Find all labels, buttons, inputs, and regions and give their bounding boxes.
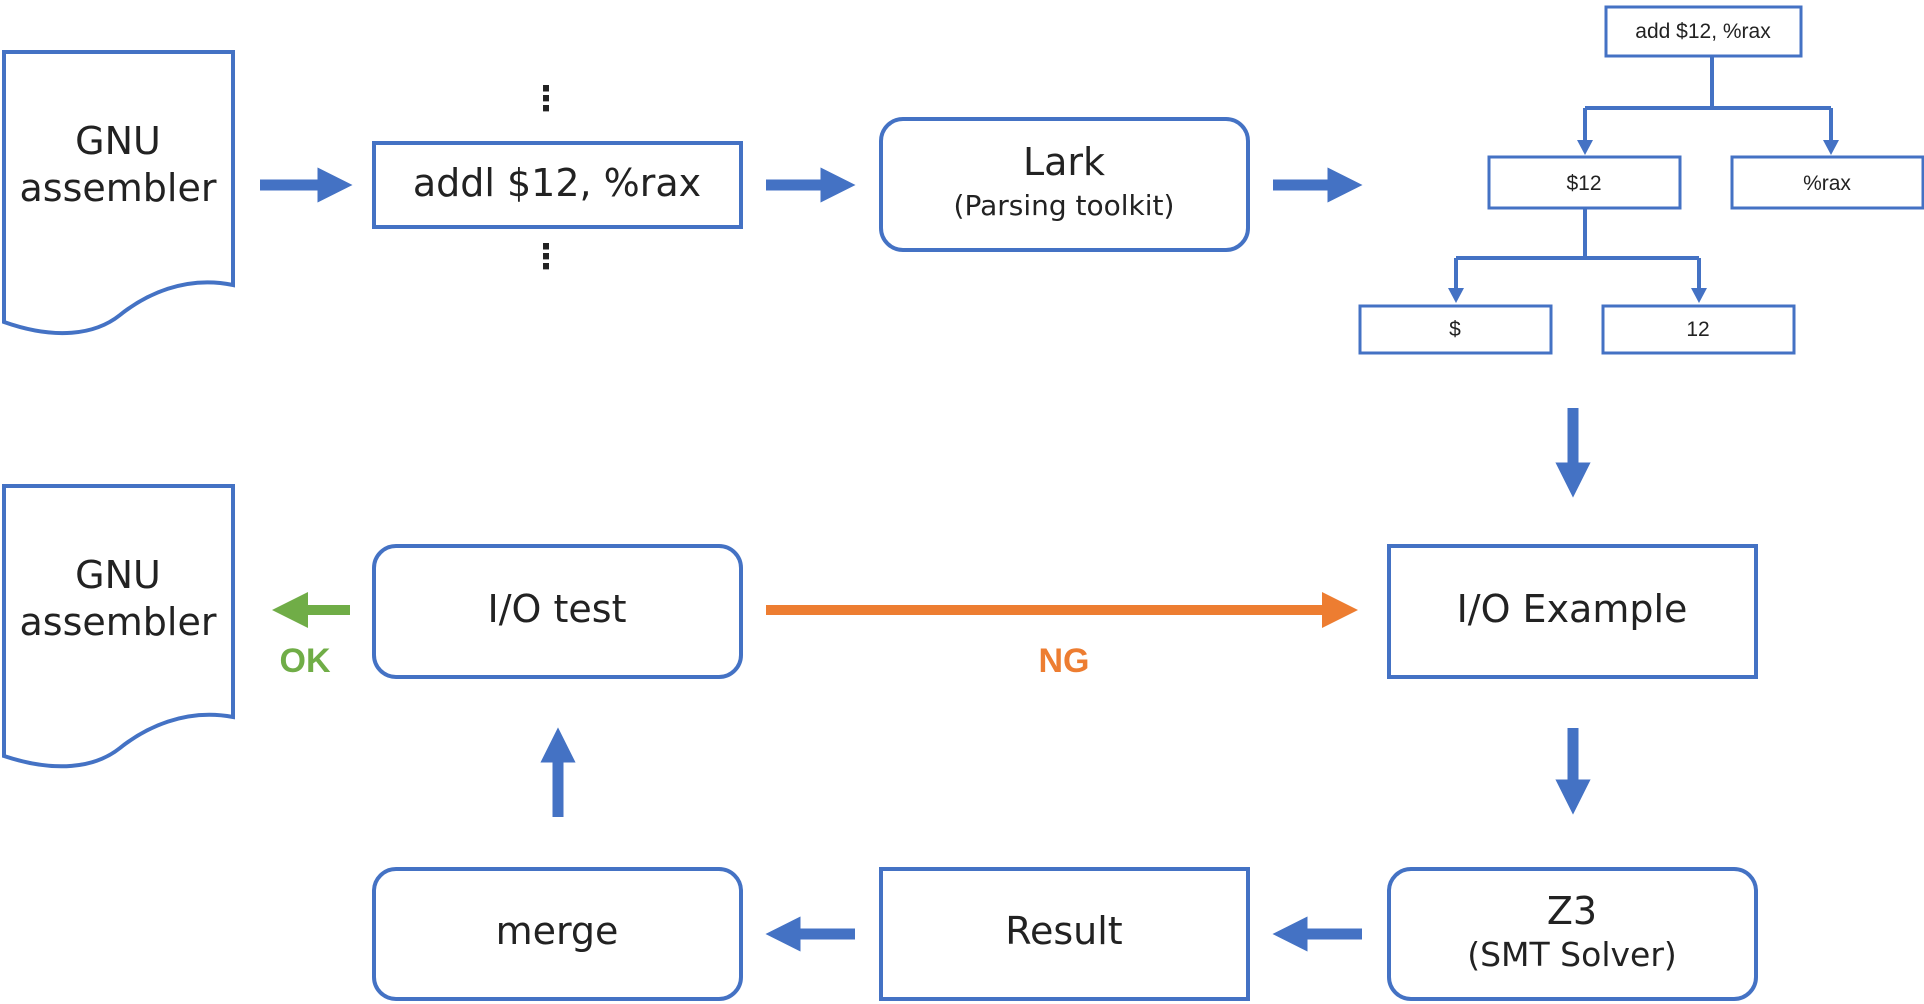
doc-top-line1: GNU (75, 119, 161, 163)
result-label: Result (1005, 909, 1122, 953)
tree-leaf-dollar (1358, 304, 1553, 355)
tree-leaf-dollar-label: $ (1449, 318, 1461, 341)
z3-title: Z3 (1547, 889, 1597, 933)
tree-root-label: add $12, %rax (1635, 20, 1771, 43)
instruction-label: addl $12, %rax (413, 161, 701, 205)
ok-label: OK (280, 642, 331, 680)
tree-node-imm-label: $12 (1566, 172, 1601, 195)
ellipsis-top: ⋮ (529, 79, 563, 119)
doc-top-line2: assembler (20, 166, 217, 210)
gnu-assembler-document-top: GNU assembler (1, 50, 235, 336)
io-example-box: I/O Example (1387, 544, 1758, 679)
instruction-box: ⋮ addl $12, %rax ⋮ (372, 79, 743, 277)
io-test-label: I/O test (488, 587, 627, 631)
z3-subtitle: (SMT Solver) (1467, 935, 1677, 974)
tree-node-reg-label: %rax (1803, 172, 1851, 195)
result-box: Result (879, 867, 1250, 1001)
lark-box: Lark (Parsing toolkit) (879, 117, 1250, 252)
doc-bottom-line2: assembler (20, 600, 217, 644)
z3-box: Z3 (SMT Solver) (1387, 867, 1758, 1001)
tree-leaf-number (1601, 304, 1796, 355)
io-example-label: I/O Example (1457, 587, 1688, 631)
ng-label: NG (1039, 642, 1090, 680)
lark-title: Lark (1023, 140, 1105, 184)
tree-leaf-number-label: 12 (1686, 318, 1709, 341)
tree-node-imm (1487, 155, 1682, 210)
doc-bottom-line1: GNU (75, 553, 161, 597)
tree-root-node (1604, 5, 1803, 58)
lark-subtitle: (Parsing toolkit) (954, 189, 1175, 222)
merge-box: merge (372, 867, 743, 1001)
gnu-assembler-document-bottom: GNU assembler (1, 484, 235, 769)
ellipsis-bottom: ⋮ (529, 237, 563, 277)
io-test-box: I/O test (372, 544, 743, 679)
merge-label: merge (496, 909, 619, 953)
parse-tree: add $12, %rax $12 %rax $ 12 (1358, 5, 1924, 355)
tree-node-reg (1730, 155, 1924, 210)
